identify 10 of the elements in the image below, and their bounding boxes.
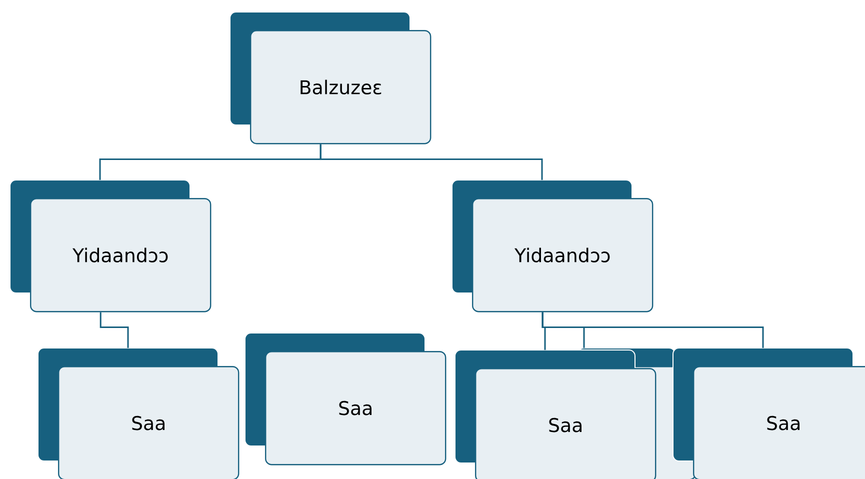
card-stack: Balzuzeɛ bbox=[230, 12, 432, 144]
card-stack: Saa bbox=[38, 348, 240, 479]
card-stack: Saa bbox=[454, 350, 656, 479]
connector bbox=[100, 312, 129, 348]
card-stack: Yidaandɔɔ bbox=[452, 180, 654, 312]
connector bbox=[542, 312, 764, 348]
card-stack: Saa bbox=[244, 332, 446, 466]
connector bbox=[320, 144, 543, 180]
card-stack: Yidaandɔɔ bbox=[10, 180, 212, 312]
card-stack: Saa bbox=[672, 348, 865, 479]
